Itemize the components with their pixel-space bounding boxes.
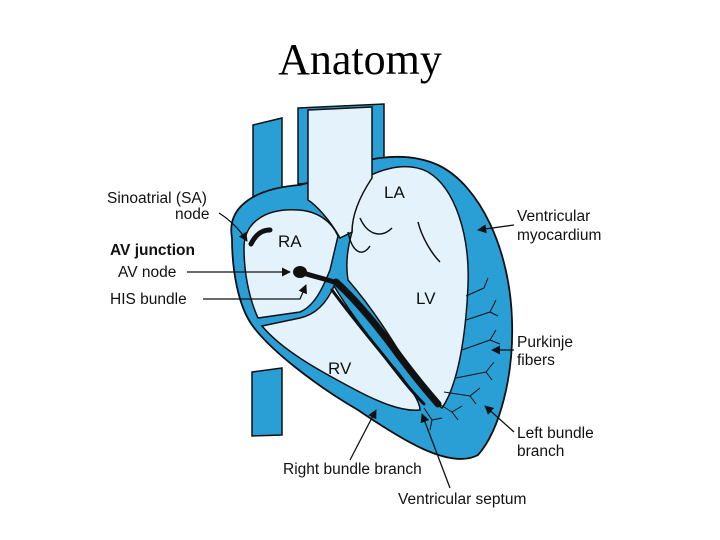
label-av-junction: AV junction xyxy=(110,242,195,259)
valve-leaflet xyxy=(417,221,441,263)
label-left-bundle-1: Left bundle xyxy=(517,425,594,442)
label-la: LA xyxy=(384,183,405,202)
aortic-lumen xyxy=(307,106,373,239)
leader-left-bundle xyxy=(484,405,515,433)
left-chambers xyxy=(346,166,469,410)
purkinje-fibers xyxy=(423,277,501,431)
leader-vent-septum xyxy=(420,413,451,489)
label-purkinje-1: Purkinje xyxy=(517,334,573,351)
label-left-bundle-2: branch xyxy=(517,443,564,460)
right-bundle-branch-path xyxy=(330,288,426,406)
sa-node xyxy=(248,227,273,247)
label-right-bundle: Right bundle branch xyxy=(283,461,422,478)
leader-right-bundle xyxy=(349,409,377,461)
leader-lines xyxy=(187,212,515,489)
left-bundle-branch-path xyxy=(332,278,442,408)
label-purkinje-2: fibers xyxy=(517,352,555,369)
label-his-bundle: HIS bundle xyxy=(110,291,187,308)
valve-leaflet xyxy=(347,231,371,253)
label-vent-myo-2: myocardium xyxy=(517,227,601,244)
leader-sa-node xyxy=(218,212,248,242)
label-vent-myo-1: Ventricular xyxy=(517,208,590,225)
leader-vent-myo xyxy=(477,224,515,234)
label-ra: RA xyxy=(278,232,302,251)
label-rv: RV xyxy=(328,359,352,378)
label-lv: LV xyxy=(416,289,436,308)
page-title: Anatomy xyxy=(278,35,442,84)
label-vent-septum: Ventricular septum xyxy=(398,491,526,508)
label-sa-line2: node xyxy=(175,206,209,223)
his-bundle-path xyxy=(297,269,337,285)
inferior-vena-cava xyxy=(251,367,283,437)
label-sa-line1: Sinoatrial (SA) xyxy=(107,190,207,207)
valve-leaflet xyxy=(359,217,393,235)
label-av-node: AV node xyxy=(118,264,176,281)
leader-his-bundle xyxy=(203,284,307,300)
